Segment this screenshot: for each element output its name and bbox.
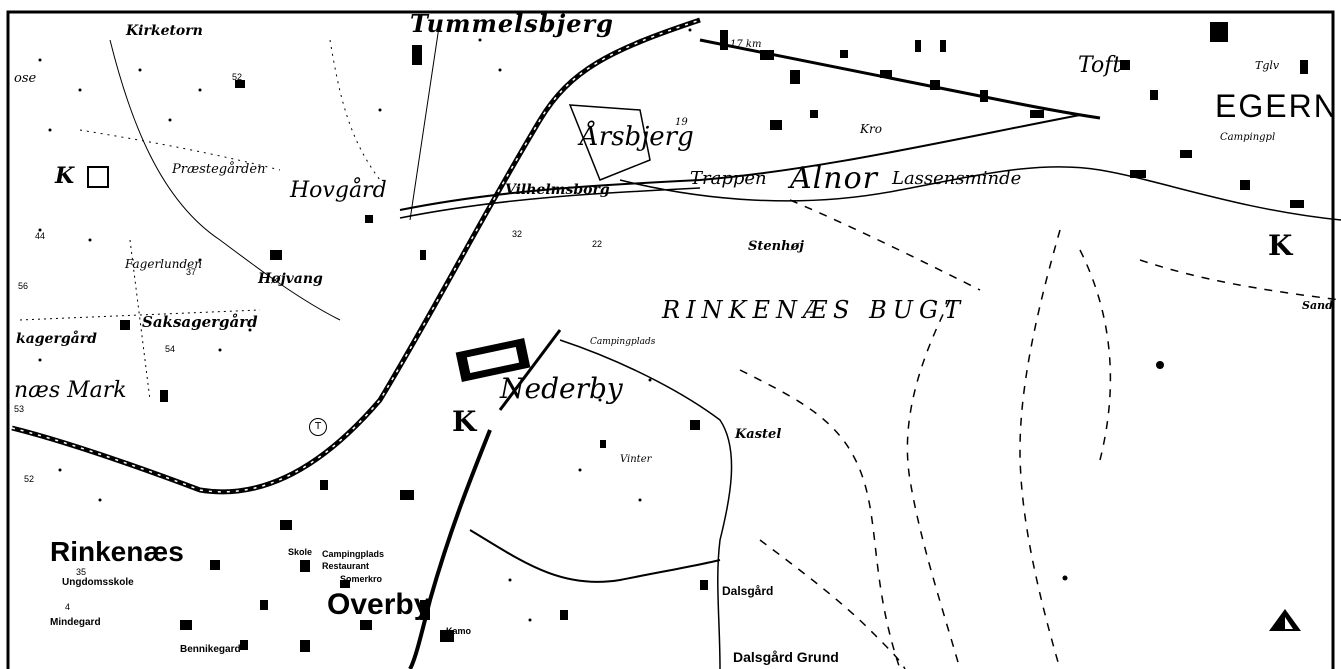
label-bennikegard: Bennikegard xyxy=(180,644,241,655)
depth-contour-7 xyxy=(1139,259,1341,301)
label-kro: Kro xyxy=(860,122,882,136)
spot-height-22: 22 xyxy=(592,239,603,249)
label-sand: Sand xyxy=(1302,299,1333,312)
label-camping-egern: Campingpl xyxy=(1220,132,1276,143)
label-vinter: Vinter xyxy=(620,454,652,465)
label-arsbjerg: Årsbjerg xyxy=(580,122,694,152)
label-campingplads-upper: Campingplads xyxy=(590,337,656,347)
label-alnor: Alnor xyxy=(790,161,878,196)
label-nes-mark: næs Mark xyxy=(14,378,127,403)
label-egern: EGERN xyxy=(1215,88,1339,124)
label-19: 19 xyxy=(675,117,688,128)
circle-t-icon: T xyxy=(309,418,327,436)
label-campingplads: Campingplads xyxy=(322,549,385,559)
label-trappen: Trappen xyxy=(690,168,767,189)
label-kirketorn: Kirketorn xyxy=(126,23,203,39)
label-mindegard: Mindegard xyxy=(50,617,101,628)
map-frame xyxy=(6,10,1335,669)
spot-height-52: 52 xyxy=(232,72,243,82)
spot-height-44: 44 xyxy=(35,231,46,241)
label-ungdomsskole: Ungdomsskole xyxy=(62,577,134,588)
label-rinkenaes-bugt: RINKENÆS BUGT xyxy=(662,296,967,324)
label-lassensminde: Lassensminde xyxy=(892,168,1022,189)
label-overby: Overby xyxy=(327,588,431,621)
label-praestegarden: Præstegården xyxy=(172,162,266,177)
church-marker-k-nederby: K xyxy=(452,405,477,438)
church-marker-k-left: K xyxy=(55,163,75,189)
depth-contour-2 xyxy=(906,299,961,669)
terrain-dots xyxy=(38,28,1164,622)
label-kastel: Kastel xyxy=(735,427,782,442)
north-arrow-icon xyxy=(1269,609,1301,631)
label-vilhelmsborg: Vilhelmsborg xyxy=(505,182,610,198)
coastal-road xyxy=(699,38,1101,120)
coastline-north xyxy=(619,166,1341,221)
spot-height-35: 35 xyxy=(76,567,87,577)
label-nederby: Nederby xyxy=(500,372,623,405)
label-toft: Toft xyxy=(1078,53,1122,78)
railway-ties xyxy=(11,19,701,493)
nederby-building-inner xyxy=(466,346,520,374)
label-hojvang: Højvang xyxy=(258,271,323,287)
label-fagerlunden: Fagerlunden xyxy=(125,257,202,271)
arsbjerg-outline xyxy=(568,104,651,181)
label-restaurant: Restaurant xyxy=(322,561,370,571)
label-kamo: Kamo xyxy=(446,626,472,636)
spot-height-54: 54 xyxy=(165,344,176,354)
label-kagergard: kagergård xyxy=(16,331,97,347)
depth-contour-4 xyxy=(1079,249,1112,461)
field-boundary-4 xyxy=(19,309,261,321)
label-tglv: Tglv xyxy=(1255,59,1280,72)
main-road xyxy=(399,114,1081,211)
label-stenhoj: Stenhøj xyxy=(748,239,804,254)
spot-height-53: 53 xyxy=(14,404,25,414)
spot-height-37: 37 xyxy=(186,267,197,277)
alnor-buildings xyxy=(720,22,1228,130)
field-boundary-5 xyxy=(79,129,281,171)
coastline xyxy=(559,339,733,669)
field-boundary-1 xyxy=(109,39,341,321)
depth-contour-3 xyxy=(1019,229,1061,669)
scattered-farms xyxy=(120,45,708,620)
depth-contour-5 xyxy=(759,539,906,669)
spot-height-56: 56 xyxy=(18,281,29,291)
label-tummelsbjerg: Tummelsbjerg xyxy=(410,9,614,38)
label-dalsgard-grund: Dalsgård Grund xyxy=(733,649,839,665)
spot-height-4: 4 xyxy=(65,602,71,612)
nederby-road xyxy=(408,429,492,669)
label-dalsgard: Dalsgård xyxy=(722,584,774,598)
field-boundary-2 xyxy=(409,19,441,221)
depth-contour-6 xyxy=(789,199,981,291)
dalsgard-road xyxy=(469,529,721,583)
nederby-street xyxy=(498,329,562,411)
depth-contour-1 xyxy=(739,369,901,669)
spot-height-32: 32 xyxy=(512,229,523,239)
overby-buildings xyxy=(180,480,454,652)
field-boundary-6 xyxy=(329,39,381,181)
church-marker-k-right: K xyxy=(1268,229,1293,262)
church-K-left xyxy=(87,166,109,188)
label-hovgard: Hovgård xyxy=(290,178,387,203)
label-ose-fragment: ose xyxy=(14,71,37,86)
spot-height-52b: 52 xyxy=(24,474,35,484)
railway-line xyxy=(11,17,701,495)
egernsund-buildings xyxy=(1120,60,1308,208)
main-road-edge xyxy=(399,187,701,219)
label-rinkenaes: Rinkenæs xyxy=(50,536,184,567)
label-17km: 17 km xyxy=(730,39,762,50)
label-somerkro: Somerkro xyxy=(340,574,383,584)
label-skole: Skole xyxy=(288,547,313,557)
label-saksagergard: Saksagergård xyxy=(142,313,258,331)
